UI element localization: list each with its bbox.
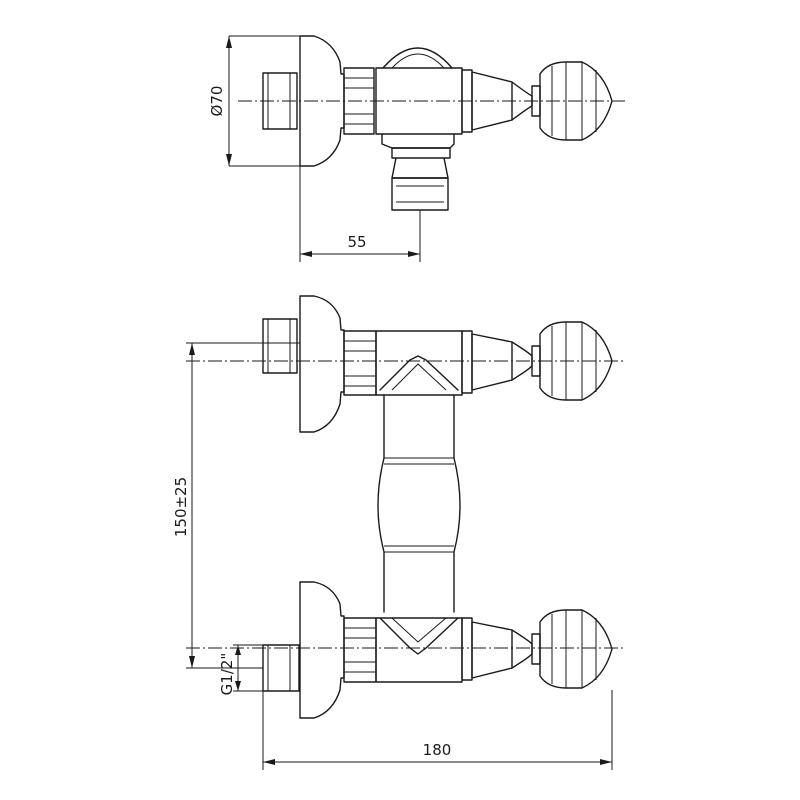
- front-mixer-column: [377, 394, 461, 613]
- dim-width-label: 180: [423, 741, 452, 759]
- top-connector-stub: [262, 72, 298, 130]
- dim-width: 180: [262, 690, 613, 770]
- dim-diameter-label: Ø70: [208, 86, 226, 117]
- dim-diameter: Ø70: [208, 35, 300, 167]
- dim-offset: 55: [299, 166, 421, 262]
- top-view: Ø70 55: [208, 35, 625, 262]
- front-upper-assembly: [262, 295, 613, 433]
- top-handle: [461, 61, 613, 141]
- front-lower-assembly: [262, 581, 613, 719]
- dim-offset-label: 55: [347, 233, 366, 251]
- top-body-arch: [382, 47, 453, 69]
- dim-height: 150±25: [172, 342, 300, 669]
- top-hex-nut: [343, 67, 375, 135]
- dim-thread-label: G1/2": [218, 653, 236, 696]
- dim-height-label: 150±25: [172, 477, 190, 537]
- dim-thread: G1/2": [218, 644, 263, 696]
- front-view: 150±25 G1/2" 180: [172, 295, 625, 770]
- top-outlet-nozzle: [381, 133, 455, 211]
